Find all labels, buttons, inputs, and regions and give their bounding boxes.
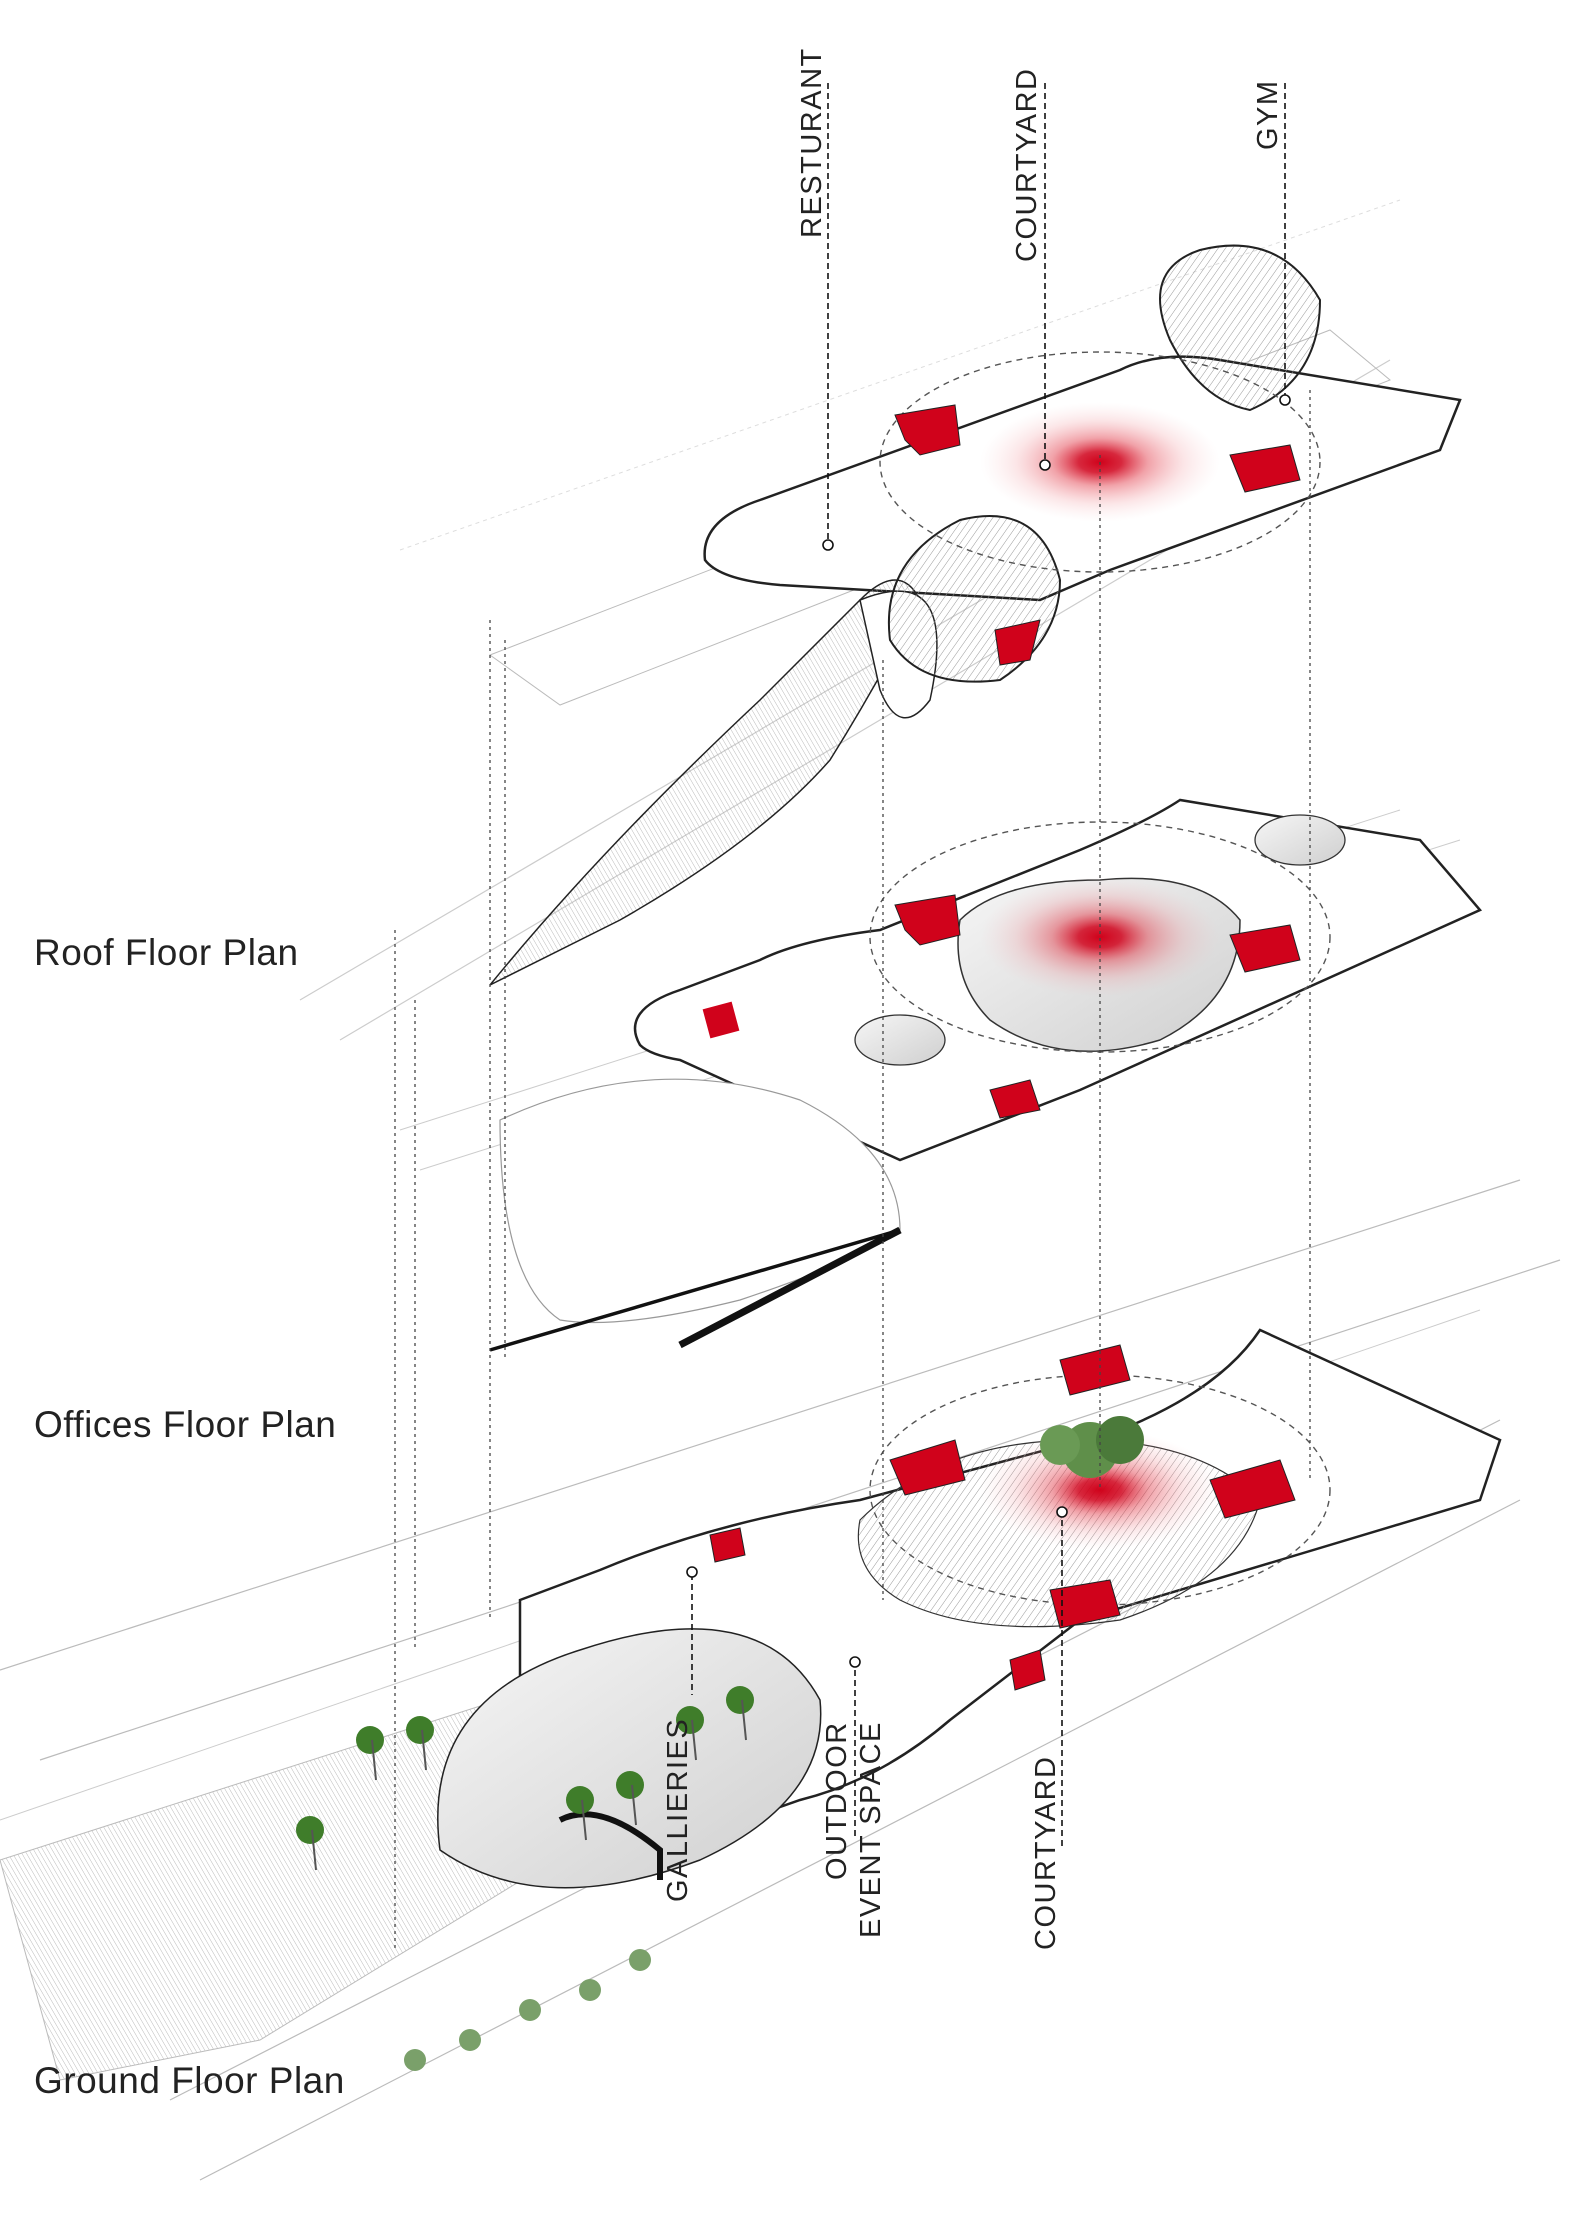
- callout-leaders: [691, 83, 1286, 1850]
- ground-floor-plan: [0, 1179, 1561, 2181]
- callout-dots: [686, 394, 1291, 1668]
- offices-floor-plan: [399, 798, 1483, 1352]
- gym-callout-label: GYM: [1252, 79, 1284, 150]
- roof-floor-plan-label: Roof Floor Plan: [34, 932, 299, 973]
- galleries-callout-label: GALLIERIES: [662, 1717, 694, 1902]
- outdoor-event-space-label-line2: EVENT SPACE: [855, 1721, 887, 1938]
- projection-lines: [394, 390, 1311, 1950]
- roof-floor-plan: [299, 199, 1462, 1041]
- courtyard-top-callout-label: COURTYARD: [1011, 67, 1043, 263]
- offices-floor-plan-label: Offices Floor Plan: [34, 1404, 337, 1445]
- ground-floor-plan-label: Ground Floor Plan: [34, 2060, 345, 2101]
- courtyard-tree-icon: [1040, 1416, 1144, 1478]
- palm-tree-icon: [296, 1686, 754, 1871]
- outdoor-event-space-label-line1: OUTDOOR: [821, 1721, 853, 1880]
- street-tree-icon: [404, 1949, 651, 2071]
- restaurant-callout-label: RESTURANT: [796, 47, 828, 238]
- courtyard-bottom-callout-label: COURTYARD: [1030, 1755, 1062, 1951]
